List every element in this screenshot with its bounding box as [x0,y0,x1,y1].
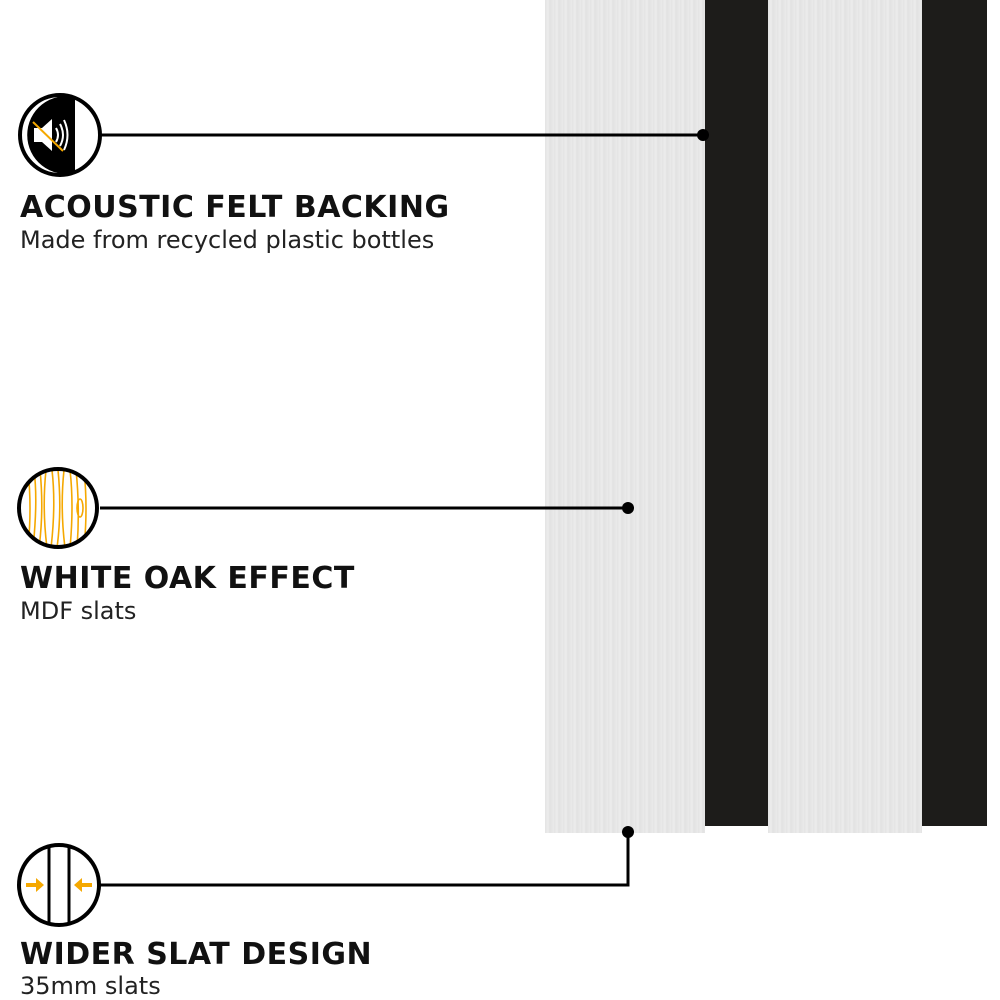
slat-1 [545,0,705,833]
callout-line-slat [100,826,634,887]
feature-subtitle-slat: 35mm slats [20,972,161,1000]
slat-2 [768,0,922,833]
felt-gap-1 [705,0,768,826]
feature-title-felt: ACOUSTIC FELT BACKING [20,190,450,225]
callout-line-oak [100,502,634,514]
slat-width-icon [17,843,101,927]
feature-subtitle-felt: Made from recycled plastic bottles [20,226,435,254]
feature-subtitle-oak: MDF slats [20,597,137,625]
wood-grain-icon [17,467,99,549]
feature-title-oak: WHITE OAK EFFECT [20,561,355,596]
callout-line-felt [100,129,709,141]
felt-gap-2 [922,0,987,826]
muted-speaker-icon [18,93,102,177]
feature-title-slat: WIDER SLAT DESIGN [20,937,373,972]
